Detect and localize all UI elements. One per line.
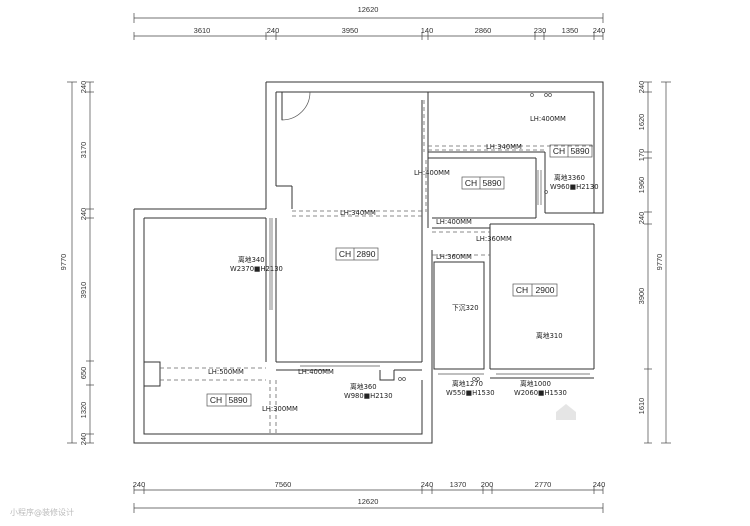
svg-text:CH: CH [516, 285, 528, 295]
opening-label: 离地1000 [520, 379, 551, 388]
left-seg: 3910 [79, 282, 88, 299]
left-seg: 650 [79, 367, 88, 380]
right-total: 9770 [655, 254, 664, 271]
right-dimensions: 240 1620 170 1960 240 3900 1610 9770 [637, 81, 671, 444]
right-seg: 3900 [637, 288, 646, 305]
left-seg: 240 [79, 81, 88, 94]
top-seg: 230 [534, 26, 547, 35]
beam-label: LH:340MM [340, 209, 376, 217]
bottom-seg: 2770 [535, 480, 552, 489]
opening-label: W2060■H1530 [514, 389, 567, 397]
opening-label: W2370■H2130 [230, 265, 283, 273]
watermark-text: 小程序@装修设计 [10, 508, 74, 517]
opening-labels: 离地340 W2370■H2130 离地3360 W960■H2130 下沉32… [230, 173, 599, 400]
left-seg: 240 [79, 208, 88, 221]
beam-label: LH:500MM [208, 368, 244, 376]
ch-box: CH 5890 [549, 144, 593, 158]
top-seg: 3610 [194, 26, 211, 35]
beam-labels: LH:400MM LH:340MM LH:400MM LH:340MM LH:4… [208, 115, 566, 413]
beam-label: LH:400MM [298, 368, 334, 376]
right-seg: 1960 [637, 177, 646, 194]
left-seg: 3170 [79, 142, 88, 159]
svg-text:CH: CH [553, 146, 565, 156]
left-seg: 240 [79, 433, 88, 446]
bottom-seg: 200 [481, 480, 494, 489]
top-seg: 240 [593, 26, 606, 35]
bottom-seg: 7560 [275, 480, 292, 489]
svg-text:CH: CH [339, 249, 351, 259]
ch-box: CH 2900 [512, 283, 558, 297]
bottom-seg: 1370 [450, 480, 467, 489]
right-seg: 170 [637, 149, 646, 162]
bottom-total: 12620 [358, 497, 379, 506]
door-swing-icon [281, 91, 311, 121]
outlet-icons [398, 93, 552, 381]
left-dimensions: 9770 240 3170 240 3910 650 1320 240 [59, 81, 94, 446]
svg-text:5890: 5890 [483, 178, 502, 188]
bottom-seg: 240 [593, 480, 606, 489]
opening-label: 离地360 [350, 382, 377, 391]
beam-label: LH:360MM [436, 253, 472, 261]
left-total: 9770 [59, 254, 68, 271]
beam-label: LH:300MM [262, 405, 298, 413]
watermark-logo-icon [556, 404, 576, 420]
opening-label: W980■H2130 [344, 392, 393, 400]
bottom-dimensions: 240 7560 240 1370 200 2770 240 12620 [133, 480, 606, 513]
left-seg: 1320 [79, 402, 88, 419]
beam-label: LH:340MM [486, 143, 522, 151]
top-seg: 240 [267, 26, 280, 35]
beam-label: LH:360MM [476, 235, 512, 243]
opening-label: W550■H1530 [446, 389, 495, 397]
top-total: 12620 [358, 5, 379, 14]
svg-text:5890: 5890 [571, 146, 590, 156]
top-seg: 2860 [475, 26, 492, 35]
svg-text:CH: CH [210, 395, 222, 405]
beam-label: LH:400MM [414, 169, 450, 177]
opening-label: 离地310 [536, 331, 563, 340]
ch-box: CH 2890 [335, 247, 379, 261]
svg-text:5890: 5890 [229, 395, 248, 405]
ch-box: CH 5890 [461, 176, 505, 190]
svg-text:2890: 2890 [357, 249, 376, 259]
ch-box: CH 5890 [206, 393, 252, 407]
right-seg: 240 [637, 81, 646, 94]
svg-text:2900: 2900 [536, 285, 555, 295]
beams [160, 100, 594, 434]
right-seg: 1610 [637, 398, 646, 415]
top-seg: 3950 [342, 26, 359, 35]
beam-label: LH:400MM [530, 115, 566, 123]
right-seg: 1620 [637, 114, 646, 131]
svg-text:CH: CH [465, 178, 477, 188]
top-seg: 1350 [562, 26, 579, 35]
top-dimensions: 12620 3610 240 3950 140 2860 230 1350 24… [133, 5, 606, 40]
bottom-seg: 240 [133, 480, 146, 489]
opening-label: W960■H2130 [550, 183, 599, 191]
opening-label: 离地1270 [452, 379, 483, 388]
beam-label: LH:400MM [436, 218, 472, 226]
opening-label: 离地340 [238, 255, 265, 264]
opening-label: 离地3360 [554, 173, 585, 182]
right-seg: 240 [637, 212, 646, 225]
opening-label: 下沉320 [452, 304, 479, 312]
walls [133, 81, 604, 444]
bottom-seg: 240 [421, 480, 434, 489]
top-seg: 140 [421, 26, 434, 35]
